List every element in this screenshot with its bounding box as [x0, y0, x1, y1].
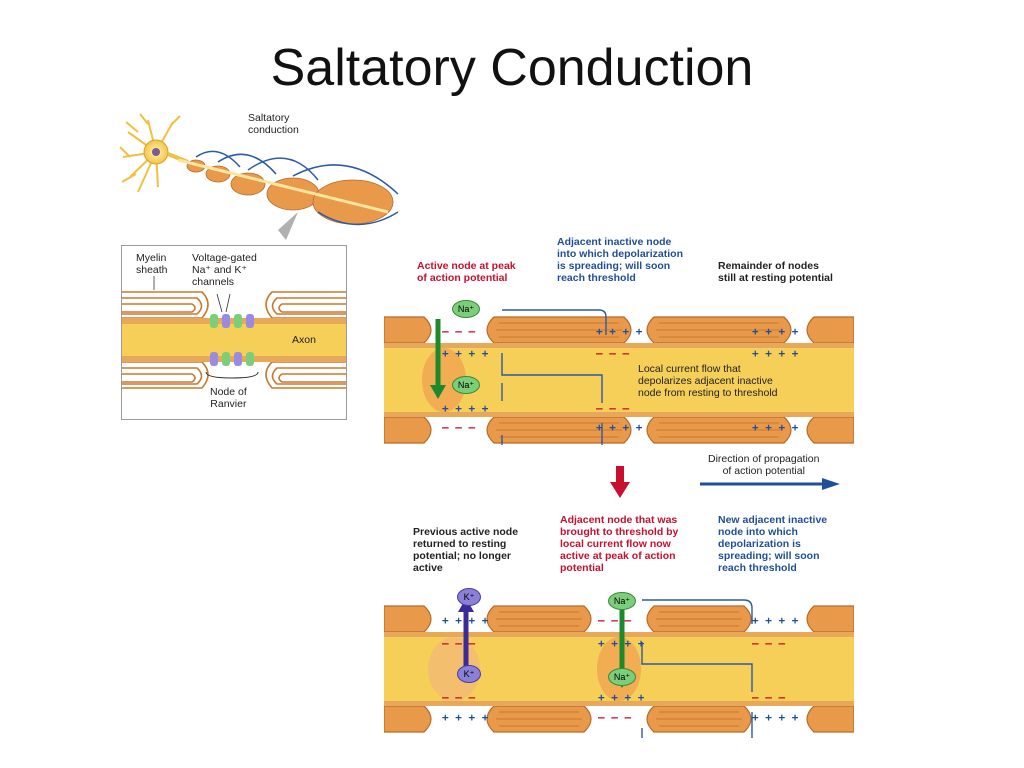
top-inner-negative-1: – – –: [596, 347, 630, 360]
inset-axon-label: Axon: [292, 334, 316, 346]
bottom-inner-negative-3: – – –: [442, 691, 476, 704]
top-inner-positive-3: + + + +: [442, 402, 489, 415]
na-ion-bottom-inner: Na⁺: [608, 668, 636, 686]
bottom-inner-negative-1: – – –: [442, 637, 476, 650]
top-outer-positive-1: + + + +: [596, 325, 643, 338]
previous-node-label: Previous active node returned to resting…: [413, 526, 519, 574]
active-node-label: Active node at peak of action potential: [417, 260, 516, 284]
bottom-inner-positive-1: + + + +: [598, 637, 645, 650]
bottom-inner-negative-2: – – –: [752, 637, 786, 650]
top-outer-positive-4: + + + +: [752, 421, 799, 434]
bottom-outer-positive-2: + + + +: [752, 614, 799, 627]
bottom-outer-negative-1: – – –: [598, 614, 632, 627]
top-outer-negative-2: – – –: [442, 421, 476, 434]
slide-title: Saltatory Conduction: [270, 39, 754, 97]
propagation-arrow: [700, 478, 840, 490]
inset-axon-diagram: [122, 276, 346, 389]
top-outer-positive-2: + + + +: [752, 325, 799, 338]
bottom-outer-positive-1: + + + +: [442, 614, 489, 627]
myelin-sheath-label: Myelin sheath: [136, 252, 168, 276]
neuron-label: Saltatory conduction: [248, 112, 299, 136]
k-ion-bottom-inner: K⁺: [457, 665, 481, 683]
na-ion-top-inner: Na⁺: [452, 376, 480, 394]
top-inner-positive-2: + + + +: [752, 347, 799, 360]
remainder-nodes-label: Remainder of nodes still at resting pote…: [718, 260, 833, 284]
node-inset: Myelin sheath Voltage-gated Na⁺ and K⁺ c…: [121, 245, 347, 420]
new-adjacent-node-label: New adjacent inactive node into which de…: [718, 514, 828, 574]
bottom-outer-positive-3: + + + +: [442, 711, 489, 724]
top-outer-negative-1: – – –: [442, 325, 476, 338]
bottom-inner-positive-2: + + + +: [598, 691, 645, 704]
top-outer-positive-3: + + + +: [596, 421, 643, 434]
down-arrow: [610, 466, 630, 498]
neuron-illustration: [119, 113, 399, 240]
top-inner-negative-2: – – –: [596, 402, 630, 415]
bottom-outer-negative-2: – – –: [598, 711, 632, 724]
local-current-note: Local current flow that depolarizes adja…: [638, 363, 778, 399]
na-ion-bottom-outer: Na⁺: [608, 592, 636, 610]
propagation-label: Direction of propagation of action poten…: [708, 453, 820, 477]
bottom-outer-positive-4: + + + +: [752, 711, 799, 724]
adjacent-inactive-node-label: Adjacent inactive node into which depola…: [557, 236, 683, 284]
node-of-ranvier-label: Node of Ranvier: [210, 386, 247, 410]
na-ion-top-outer: Na⁺: [452, 300, 480, 318]
newly-active-node-label: Adjacent node that was brought to thresh…: [560, 514, 679, 574]
bottom-inner-negative-4: – – –: [752, 691, 786, 704]
k-ion-bottom-outer: K⁺: [457, 588, 481, 606]
top-inner-positive-1: + + + +: [442, 347, 489, 360]
channels-label: Voltage-gated Na⁺ and K⁺ channels: [192, 252, 257, 288]
